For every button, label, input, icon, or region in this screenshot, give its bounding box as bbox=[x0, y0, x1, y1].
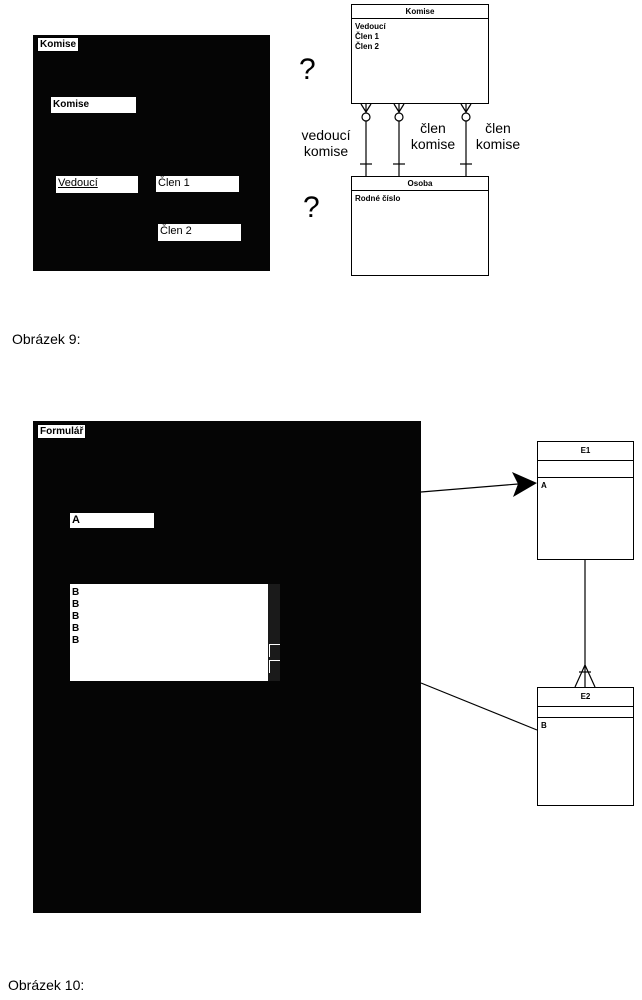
listbox-b[interactable]: B B B B B bbox=[70, 584, 268, 681]
entity-komise-attr-clen2: Člen 2 bbox=[355, 42, 380, 51]
list-item[interactable]: B bbox=[72, 635, 80, 646]
arrow-form-to-e1 bbox=[420, 483, 519, 493]
entity-e1-name: E1 bbox=[538, 442, 633, 461]
list-item[interactable]: B bbox=[72, 587, 80, 598]
list-item[interactable]: B bbox=[72, 611, 80, 622]
entity-e2: E2 B bbox=[537, 687, 634, 806]
list-item[interactable]: B bbox=[72, 599, 80, 610]
vedouci-field[interactable]: Vedoucí bbox=[56, 176, 138, 193]
rel-line-e1-e2 bbox=[574, 560, 596, 688]
entity-e1-attr-a: A bbox=[541, 481, 547, 490]
entity-komise-name: Komise bbox=[352, 5, 488, 19]
rel-line-clen1 bbox=[393, 103, 405, 176]
rel-label-clen1-line1: člen bbox=[420, 120, 446, 136]
field-a[interactable]: A bbox=[70, 513, 154, 528]
rel-label-vedouci-komise: vedoucí komise bbox=[296, 127, 356, 159]
entity-osoba-attr-rodne-cislo: Rodné číslo bbox=[355, 194, 401, 203]
rel-label-clen-komise-2: člen komise bbox=[470, 120, 526, 152]
entity-e2-name: E2 bbox=[538, 688, 633, 707]
arrowhead-icon bbox=[512, 472, 537, 497]
entity-osoba-name: Osoba bbox=[352, 177, 488, 191]
rel-label-clen2-line1: člen bbox=[485, 120, 511, 136]
question-mark-top: ? bbox=[299, 53, 316, 86]
rel-line-vedouci bbox=[360, 103, 372, 176]
listbox-scrollbar[interactable] bbox=[268, 584, 280, 681]
scroll-down-arrow[interactable] bbox=[269, 660, 280, 673]
rel-label-vedouci-line1: vedoucí bbox=[301, 127, 351, 143]
list-item[interactable]: B bbox=[72, 623, 80, 634]
caption-figure9: Obrázek 9: bbox=[12, 331, 81, 347]
caption-figure10: Obrázek 10: bbox=[8, 977, 85, 993]
komise-form-title: Komise bbox=[37, 37, 80, 52]
rel-label-vedouci-line2: komise bbox=[303, 143, 349, 159]
rel-line-clen2 bbox=[460, 103, 472, 176]
entity-e2-attr-b: B bbox=[541, 721, 547, 730]
clen2-field[interactable]: Člen 2 bbox=[158, 224, 241, 241]
komise-field[interactable]: Komise bbox=[51, 97, 136, 113]
entity-komise-attr-clen1: Člen 1 bbox=[355, 32, 380, 41]
clen1-field[interactable]: Člen 1 bbox=[156, 176, 239, 192]
entity-komise-attr-vedouci: Vedoucí bbox=[355, 22, 386, 31]
rel-label-clen-komise-1: člen komise bbox=[405, 120, 461, 152]
entity-e1: E1 A bbox=[537, 441, 634, 560]
scroll-up-arrow[interactable] bbox=[269, 644, 280, 657]
question-mark-bottom: ? bbox=[303, 191, 320, 224]
formular-form-title: Formulář bbox=[37, 424, 87, 439]
line-list-to-e2 bbox=[420, 682, 538, 731]
entity-komise: Komise Vedoucí Člen 1 Člen 2 bbox=[351, 4, 489, 104]
entity-osoba: Osoba Rodné číslo bbox=[351, 176, 489, 276]
rel-label-clen2-line2: komise bbox=[475, 136, 521, 152]
rel-label-clen1-line2: komise bbox=[410, 136, 456, 152]
